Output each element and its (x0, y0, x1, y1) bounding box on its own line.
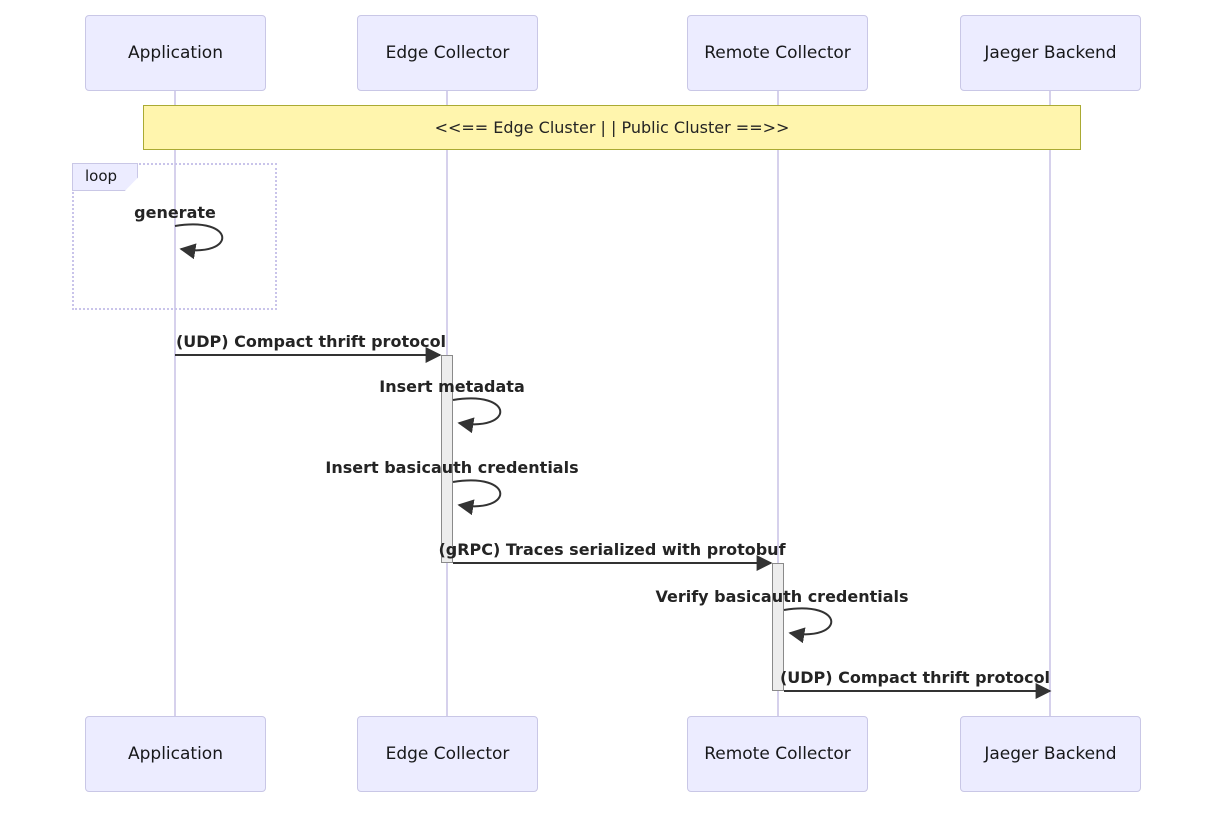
actor-bottom-remote-collector: Remote Collector (687, 716, 868, 792)
actor-label: Application (128, 744, 223, 764)
message-label-generate: generate (134, 203, 216, 222)
note-cluster-banner: <<== Edge Cluster | | Public Cluster ==>… (143, 105, 1081, 150)
actor-label: Application (128, 43, 223, 63)
actor-bottom-edge-collector: Edge Collector (357, 716, 538, 792)
actor-label: Edge Collector (385, 43, 510, 63)
actor-bottom-jaeger-backend: Jaeger Backend (960, 716, 1141, 792)
message-label-insert-basicauth: Insert basicauth credentials (325, 458, 579, 477)
loop-label-tab: loop (72, 163, 138, 191)
actor-label: Remote Collector (704, 43, 851, 63)
actor-label: Jaeger Backend (984, 744, 1117, 764)
note-text: <<== Edge Cluster | | Public Cluster ==>… (434, 118, 790, 137)
loop-label: loop (85, 167, 118, 185)
self-arrow-insert-metadata (452, 397, 502, 434)
actor-top-edge-collector: Edge Collector (357, 15, 538, 91)
message-label-insert-metadata: Insert metadata (379, 377, 525, 396)
actor-top-jaeger-backend: Jaeger Backend (960, 15, 1141, 91)
self-arrow-verify-basicauth (783, 607, 833, 644)
activation-bar-remote-collector (772, 563, 784, 691)
self-arrow-insert-basicauth (452, 479, 502, 516)
message-label-udp-1: (UDP) Compact thrift protocol (175, 332, 447, 351)
lifeline-remote-collector (777, 91, 779, 716)
actor-label: Remote Collector (704, 744, 851, 764)
actor-bottom-application: Application (85, 716, 266, 792)
actor-label: Jaeger Backend (984, 43, 1117, 63)
loop-frame (72, 163, 277, 310)
message-label-udp-2: (UDP) Compact thrift protocol (779, 668, 1051, 687)
message-label-verify-basicauth: Verify basicauth credentials (655, 587, 909, 606)
lifeline-jaeger-backend (1049, 91, 1051, 716)
actor-top-application: Application (85, 15, 266, 91)
actor-top-remote-collector: Remote Collector (687, 15, 868, 91)
activation-bar-edge-collector (441, 355, 453, 563)
actor-label: Edge Collector (385, 744, 510, 764)
lifeline-application (174, 91, 176, 716)
message-label-grpc: (gRPC) Traces serialized with protobuf (438, 540, 786, 559)
